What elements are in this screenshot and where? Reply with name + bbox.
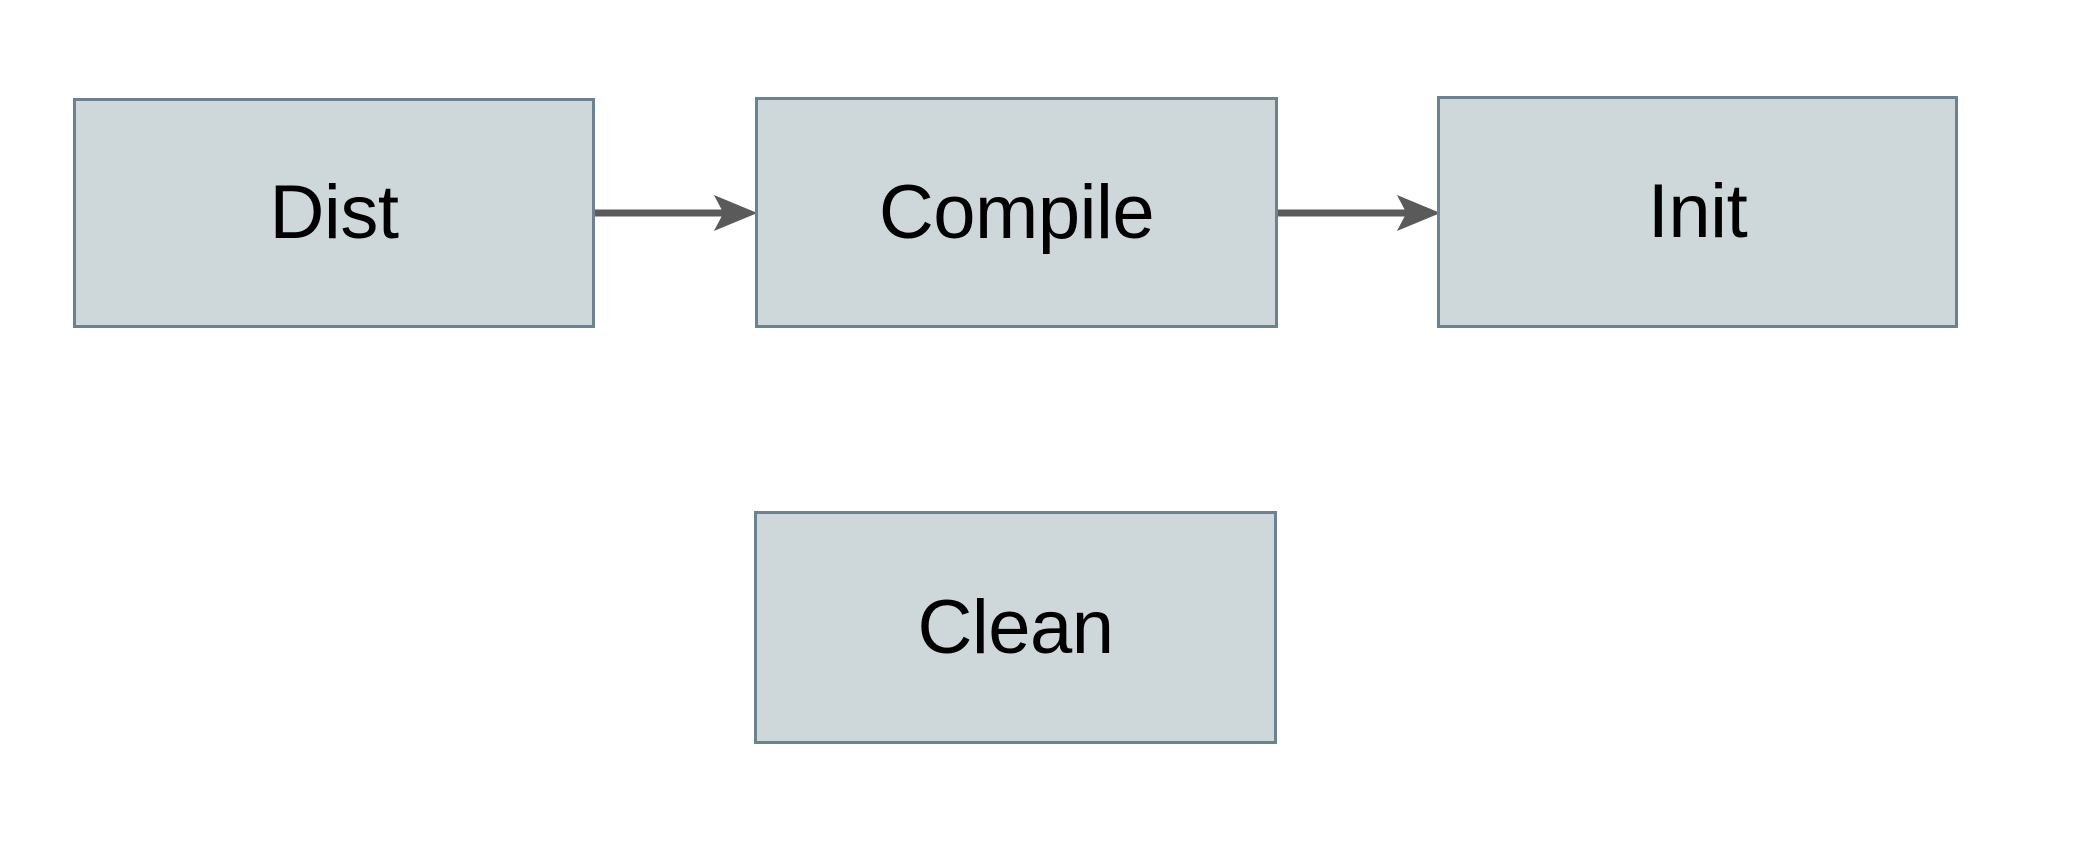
node-label-init: Init	[1647, 169, 1748, 254]
node-label-clean: Clean	[917, 584, 1114, 670]
arrowhead-icon	[713, 195, 758, 231]
node-clean[interactable]: Clean	[754, 511, 1277, 744]
node-label-compile: Compile	[878, 169, 1155, 255]
node-dist[interactable]: Dist	[73, 98, 595, 328]
node-init[interactable]: Init	[1437, 96, 1958, 328]
arrowhead-icon	[1396, 195, 1441, 231]
node-label-dist: Dist	[269, 170, 399, 255]
node-compile[interactable]: Compile	[755, 97, 1278, 328]
